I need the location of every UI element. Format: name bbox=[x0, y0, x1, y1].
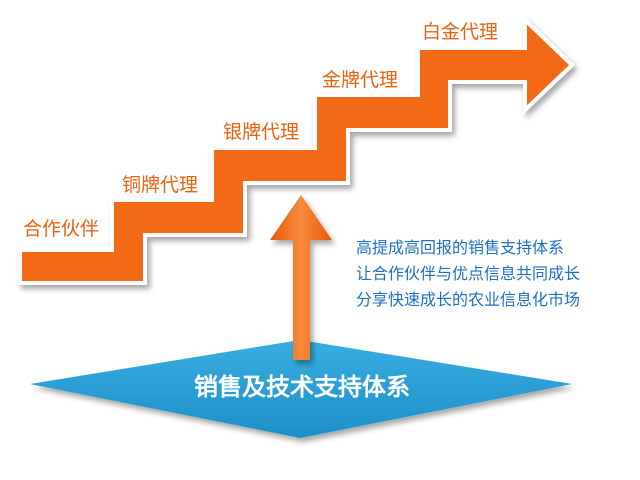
base-title: 销售及技术支持体系 bbox=[194, 373, 410, 401]
description-line-2: 让合作伙伴与优点信息共同成长 bbox=[356, 264, 580, 283]
base-diamond-shape bbox=[30, 340, 572, 438]
step-label-3: 银牌代理 bbox=[223, 121, 299, 143]
step-label-1: 合作伙伴 bbox=[23, 218, 99, 240]
base-diamond bbox=[30, 340, 572, 438]
step-label-5: 白金代理 bbox=[422, 21, 498, 43]
description-line-1: 高提成高回报的销售支持体系 bbox=[356, 238, 564, 257]
staircase-arrow bbox=[18, 15, 575, 285]
up-arrow bbox=[270, 195, 332, 360]
up-arrow-shape bbox=[270, 195, 332, 360]
step-label-4: 金牌代理 bbox=[322, 69, 398, 91]
staircase-shape bbox=[18, 15, 575, 285]
description-line-3: 分享快速成长的农业信息化市场 bbox=[356, 290, 580, 309]
step-label-2: 铜牌代理 bbox=[122, 174, 198, 196]
